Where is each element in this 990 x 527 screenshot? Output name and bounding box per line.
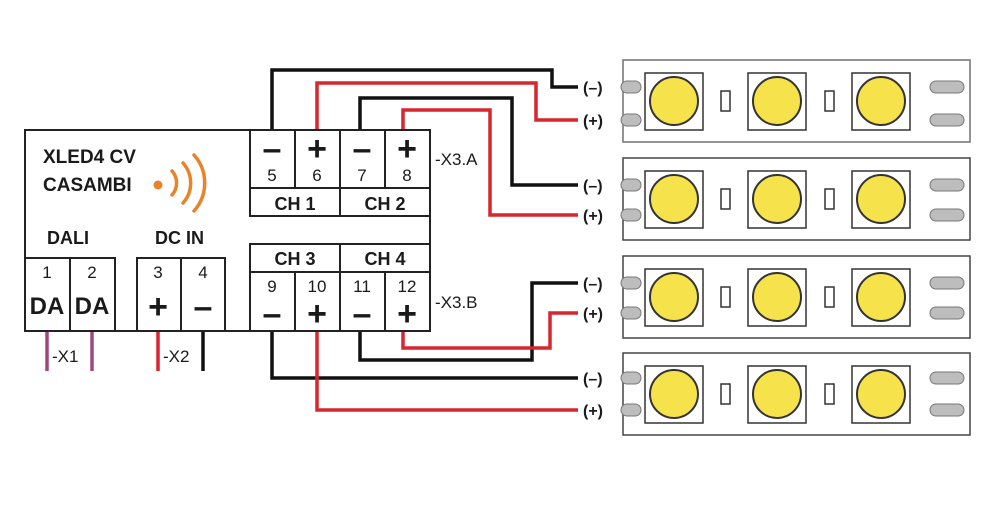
terminal-4-number: 4 [198, 263, 207, 282]
device-title-1: XLED4 CV [43, 147, 136, 168]
resistor [720, 286, 731, 308]
connector-x1-label: -X1 [52, 347, 78, 366]
ch2-label: CH 2 [364, 194, 405, 214]
ch4-label: CH 4 [364, 249, 405, 269]
terminal-5-number: 5 [267, 166, 276, 185]
terminal-6-symbol: + [307, 130, 327, 168]
strip-minus-label: (–) [583, 178, 603, 195]
terminal-3-number: 3 [153, 263, 162, 282]
resistor [824, 90, 835, 112]
wire-ch4-plus [401, 311, 578, 350]
solder-pad-end [929, 306, 965, 320]
led-strip: (–) (+) [583, 255, 971, 339]
terminal-8-symbol: + [397, 130, 417, 168]
strip-minus-label: (–) [583, 371, 603, 388]
strip-minus-label: (–) [583, 276, 603, 293]
terminal-2-number: 2 [87, 263, 96, 282]
solder-pad-minus [620, 276, 642, 290]
terminal-5-symbol: – [263, 130, 282, 168]
terminal-10-symbol: + [307, 295, 327, 333]
terminal-12-symbol: + [397, 295, 417, 333]
terminal-4-symbol: – [194, 288, 213, 326]
resistor [824, 286, 835, 308]
resistor [720, 188, 731, 210]
terminal-12-number: 12 [398, 277, 417, 296]
solder-pad-end [929, 178, 965, 192]
resistor [720, 383, 731, 405]
solder-pad-plus [620, 113, 642, 127]
ch1-label: CH 1 [274, 194, 315, 214]
led-chip [856, 369, 906, 419]
led-chip [752, 272, 802, 322]
resistor [720, 90, 731, 112]
led-strip: (–) (+) [583, 352, 971, 436]
led-strip: (–) (+) [583, 59, 971, 143]
solder-pad-end [929, 371, 965, 385]
dc-terminal-block [136, 257, 226, 332]
terminal-1-symbol: DA [30, 293, 65, 320]
dc-in-label: DC IN [155, 228, 204, 248]
terminal-7-symbol: – [353, 130, 372, 168]
connector-x3a-label: -X3.A [435, 150, 478, 169]
solder-pad-minus [620, 371, 642, 385]
wire-ch1-plus [315, 81, 578, 131]
led-chip [752, 174, 802, 224]
solder-pad-end [929, 403, 965, 417]
led-chip [856, 76, 906, 126]
terminal-8-number: 8 [402, 166, 411, 185]
solder-pad-minus [620, 178, 642, 192]
solder-pad-plus [620, 208, 642, 222]
solder-pad-minus [620, 80, 642, 94]
solder-pad-plus [620, 306, 642, 320]
terminal-11-symbol: – [353, 295, 372, 333]
solder-pad-plus [620, 403, 642, 417]
device-title-2: CASAMBI [43, 175, 132, 196]
dali-terminal-block [24, 257, 116, 332]
terminal-11-number: 11 [353, 277, 371, 296]
wire-ch2-plus [401, 108, 578, 217]
led-chip [649, 272, 699, 322]
led-chip [649, 369, 699, 419]
resistor [824, 188, 835, 210]
terminal-3-symbol: + [148, 288, 168, 326]
wireless-icon [153, 153, 207, 213]
wire-ch2-minus [358, 96, 578, 187]
strip-plus-label: (+) [583, 306, 603, 323]
terminal-6-number: 6 [312, 166, 321, 185]
ch3-label: CH 3 [274, 249, 315, 269]
solder-pad-end [929, 208, 965, 222]
dali-label: DALI [47, 228, 89, 248]
led-chip [752, 76, 802, 126]
connector-x3b-label: -X3.B [435, 293, 478, 312]
strip-minus-label: (–) [583, 80, 603, 97]
terminal-7-number: 7 [357, 166, 366, 185]
ch3-ch4-terminal-block [249, 243, 431, 332]
led-chip [649, 174, 699, 224]
strip-plus-label: (+) [583, 113, 603, 130]
terminal-1-number: 1 [42, 263, 51, 282]
wire-ch4-minus [358, 281, 578, 362]
connector-x2-label: -X2 [163, 347, 189, 366]
resistor [824, 383, 835, 405]
led-chip [649, 76, 699, 126]
strip-plus-label: (+) [583, 208, 603, 225]
terminal-9-number: 9 [267, 277, 276, 296]
terminal-2-symbol: DA [75, 293, 110, 320]
solder-pad-end [929, 276, 965, 290]
wire-ch3-minus [270, 330, 578, 380]
led-chip [856, 174, 906, 224]
led-strip: (–) (+) [583, 157, 971, 241]
strip-plus-label: (+) [583, 403, 603, 420]
terminal-10-number: 10 [308, 277, 327, 296]
solder-pad-end [929, 113, 965, 127]
ch1-ch2-terminal-block [249, 129, 431, 217]
wire-ch1-minus [270, 68, 578, 131]
wire-ch3-plus [315, 330, 578, 412]
terminal-9-symbol: – [263, 295, 282, 333]
led-chip [856, 272, 906, 322]
led-chip [752, 369, 802, 419]
solder-pad-end [929, 80, 965, 94]
